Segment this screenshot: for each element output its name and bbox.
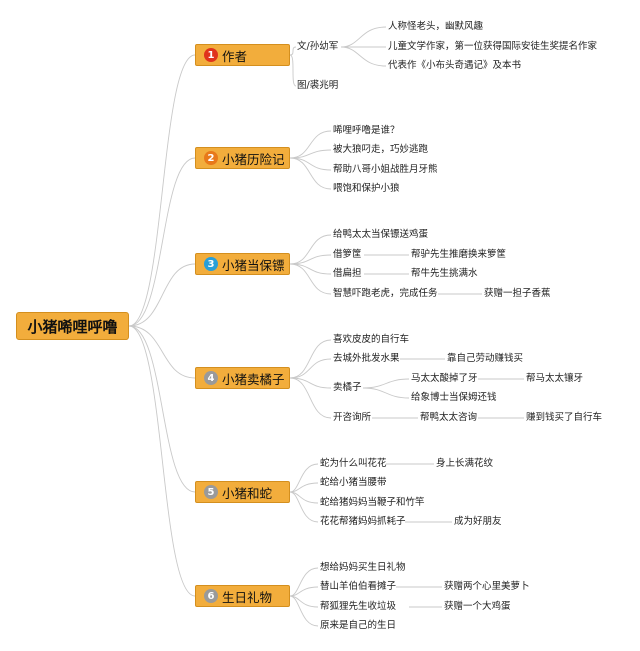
leaf-bodyguard[interactable]: 借箩筐 — [333, 249, 362, 260]
leaf-snake[interactable]: 花花帮猪妈妈抓耗子 — [320, 516, 406, 527]
leaf-birthday[interactable]: 原来是自己的生日 — [320, 620, 397, 631]
leaf-author-writer-detail[interactable]: 代表作《小布头奇遇记》及本书 — [388, 60, 522, 71]
leaf-snake[interactable]: 蛇为什么叫花花 — [320, 458, 387, 469]
leaf-snake[interactable]: 蛇给小猪当腰带 — [320, 477, 387, 488]
leaf-author-writer-detail[interactable]: 人称怪老头，幽默风趣 — [388, 21, 484, 32]
branch-label: 小猪卖橘子 — [222, 371, 285, 387]
connector-root-branch-2 — [128, 157, 196, 327]
leaf-snake-detail[interactable]: 成为好朋友 — [454, 516, 502, 527]
leaf-adventure[interactable]: 帮助八哥小姐战胜月牙熊 — [333, 164, 438, 175]
connector-root-branch-6 — [128, 325, 196, 597]
leaf-oranges[interactable]: 卖橘子 — [333, 382, 362, 393]
leaf-oranges-detail[interactable]: 帮鸭太太咨询 — [420, 412, 478, 423]
leaf-bodyguard-detail[interactable]: 帮牛先生挑满水 — [411, 268, 478, 279]
leaf-author-writer-detail[interactable]: 儿童文学作家，第一位获得国际安徒生奖提名作家 — [388, 41, 598, 52]
branch-oranges[interactable]: 4 小猪卖橘子 — [195, 367, 290, 389]
number-badge-icon: 3 — [204, 257, 218, 271]
leaf-oranges[interactable]: 喜欢皮皮的自行车 — [333, 334, 410, 345]
number-badge-icon: 5 — [204, 485, 218, 499]
branch-bodyguard[interactable]: 3 小猪当保镖 — [195, 253, 290, 275]
branch-label: 小猪历险记 — [222, 151, 285, 167]
leaf-birthday[interactable]: 帮狐狸先生收垃圾 — [320, 601, 397, 612]
branch-label: 生日礼物 — [222, 589, 273, 605]
number-badge-icon: 1 — [204, 48, 218, 62]
connector-root-branch-1 — [128, 54, 196, 327]
leaf-bodyguard-detail[interactable]: 获赠一担子香蕉 — [484, 288, 551, 299]
leaf-author-writer[interactable]: 文/孙幼军 — [297, 41, 339, 52]
connector-root-branch-5 — [128, 325, 196, 493]
leaf-snake[interactable]: 蛇给猪妈妈当鞭子和竹竿 — [320, 497, 425, 508]
connector-root-branch-3 — [128, 263, 196, 327]
branch-adventure[interactable]: 2 小猪历险记 — [195, 147, 290, 169]
branch-label: 作者 — [222, 48, 248, 64]
leaf-snake-detail[interactable]: 身上长满花纹 — [436, 458, 494, 469]
leaf-oranges[interactable]: 去城外批发水果 — [333, 353, 400, 364]
leaf-bodyguard[interactable]: 借扁担 — [333, 268, 362, 279]
leaf-birthday-detail[interactable]: 获赠一个大鸡蛋 — [444, 601, 511, 612]
leaf-birthday[interactable]: 想给妈妈买生日礼物 — [320, 562, 406, 573]
branch-snake[interactable]: 5 小猪和蛇 — [195, 481, 290, 503]
leaf-oranges-detail[interactable]: 帮马太太镶牙 — [526, 373, 584, 384]
leaf-adventure[interactable]: 被大狼叼走，巧妙逃跑 — [333, 144, 429, 155]
leaf-bodyguard-detail[interactable]: 帮驴先生推磨换来箩筐 — [411, 249, 507, 260]
leaf-oranges-detail[interactable]: 靠自己劳动赚钱买 — [447, 353, 524, 364]
number-badge-icon: 2 — [204, 151, 218, 165]
leaf-birthday-detail[interactable]: 获赠两个心里美萝卜 — [444, 581, 530, 592]
leaf-oranges[interactable]: 开咨询所 — [333, 412, 372, 423]
branch-label: 小猪当保镖 — [222, 257, 285, 273]
branch-author[interactable]: 1 作者 — [195, 44, 290, 66]
root-label: 小猪唏哩呼噜 — [27, 317, 118, 336]
branch-birthday[interactable]: 6 生日礼物 — [195, 585, 290, 607]
leaf-adventure[interactable]: 唏哩呼噜是谁？ — [333, 125, 400, 136]
root-node[interactable]: 小猪唏哩呼噜 — [16, 312, 129, 340]
branch-label: 小猪和蛇 — [222, 485, 273, 501]
connector-root-branch-4 — [128, 325, 196, 379]
leaf-author-illustrator[interactable]: 图/裘兆明 — [297, 80, 339, 91]
leaf-oranges-detail[interactable]: 赚到钱买了自行车 — [526, 412, 603, 423]
leaf-oranges-detail[interactable]: 马太太酸掉了牙 — [411, 373, 478, 384]
leaf-bodyguard[interactable]: 给鸭太太当保镖送鸡蛋 — [333, 229, 429, 240]
leaf-bodyguard[interactable]: 智慧吓跑老虎，完成任务 — [333, 288, 438, 299]
number-badge-icon: 4 — [204, 371, 218, 385]
leaf-birthday[interactable]: 替山羊伯伯看摊子 — [320, 581, 397, 592]
leaf-adventure[interactable]: 喂饱和保护小狼 — [333, 183, 400, 194]
number-badge-icon: 6 — [204, 589, 218, 603]
leaf-oranges-detail[interactable]: 给象博士当保姆还钱 — [411, 392, 497, 403]
